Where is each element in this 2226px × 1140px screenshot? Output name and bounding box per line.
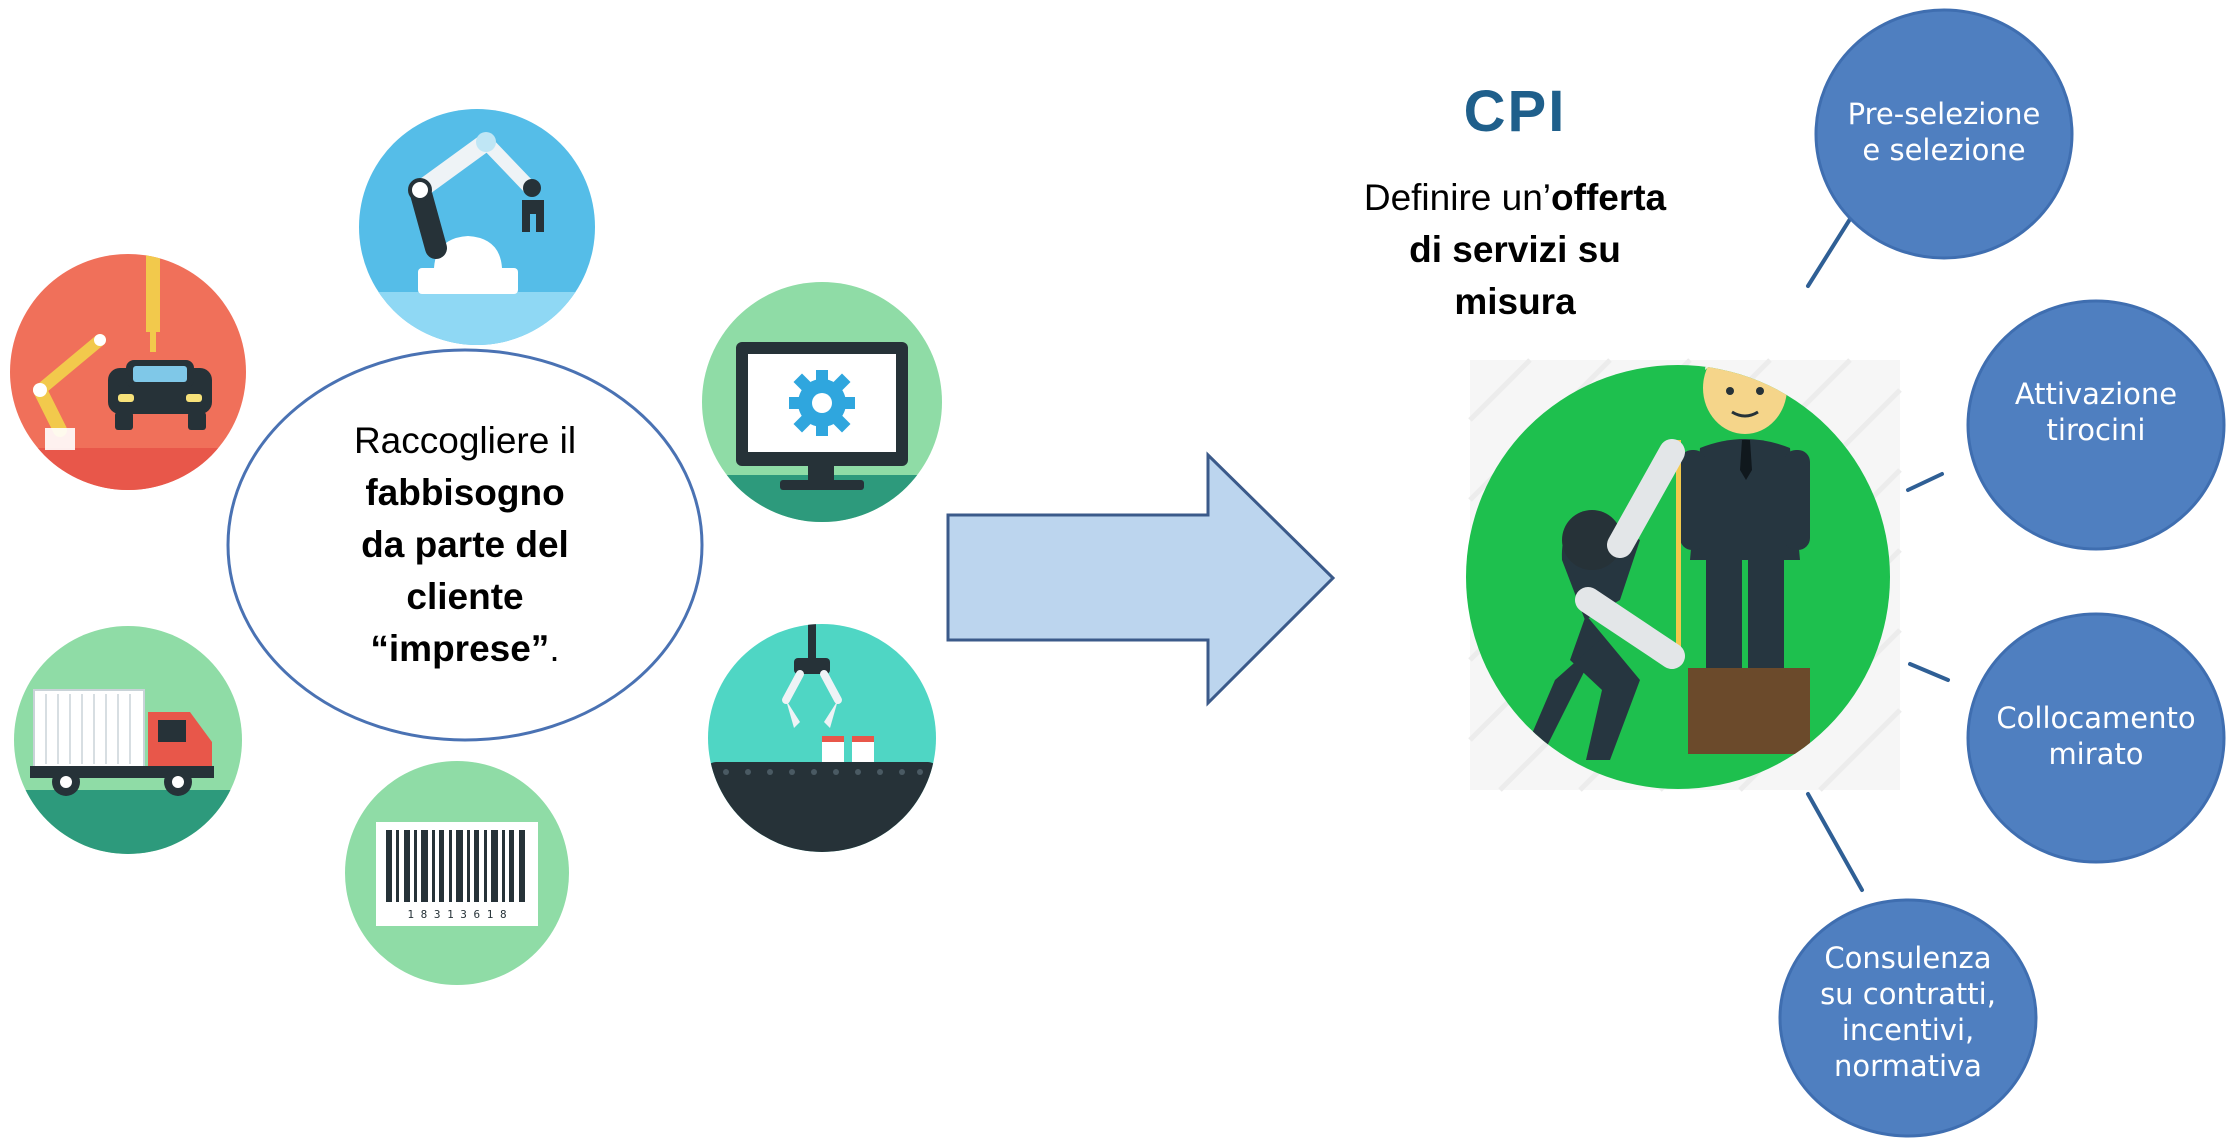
needs-line-5-tail: . [549,628,560,669]
truck-icon [14,626,242,854]
service-label-consulenza: Consulenza su contratti, incentivi, norm… [1798,940,2018,1084]
service-line: su contratti, [1820,977,1996,1011]
needs-line-2: fabbisogno [365,472,565,513]
needs-text: Raccogliere il fabbisogno da parte del c… [230,415,700,675]
conveyor-claw-icon [708,624,936,852]
cpi-sub-line-1b: offerta [1551,177,1667,218]
cpi-subtitle: Definire un’offerta di servizi su misura [1290,172,1740,328]
service-label-tirocini: Attivazione tirocini [1986,376,2206,448]
connector-tirocini [1906,472,1944,492]
connector-consulenza [1806,792,1864,892]
cpi-sub-line-1a: Definire un’ [1363,177,1552,218]
service-label-preselection: Pre-selezione e selezione [1834,96,2054,168]
service-circle-preselection [1814,8,2074,260]
service-label-collocamento: Collocamento mirato [1976,700,2216,772]
needs-line-1: Raccogliere il [353,420,577,461]
tailor-measuring-icon [1466,358,1902,792]
barcode-icon: 1 8 3 1 3 6 1 8 [345,761,569,985]
service-line: mirato [2048,737,2144,771]
cpi-sub-line-3: misura [1454,281,1576,322]
service-circle-collocamento [1966,612,2226,864]
monitor-gear-icon [702,282,942,522]
service-line: normativa [1834,1049,1982,1083]
needs-line-3: da parte del [361,524,569,565]
service-line: Collocamento [1996,701,2196,735]
robot-arm-car-icon [10,254,246,490]
service-circle-tirocini [1966,299,2226,551]
service-line: Attivazione [2014,377,2178,411]
service-line: Consulenza [1824,941,1992,975]
service-circle-consulenza [1778,898,2038,1138]
needs-line-4: cliente [406,576,524,617]
service-line: tirocini [2046,413,2146,447]
needs-line-5: “imprese” [370,628,550,669]
needs-ellipse [226,348,704,742]
big-arrow [946,451,1336,707]
service-line: incentivi, [1841,1013,1975,1047]
barcode-digits: 1 8 3 1 3 6 1 8 [407,908,506,921]
connector-collocamento [1908,662,1950,682]
cpi-title: CPI [1463,79,1567,144]
cpi-sub-line-2: di servizi su [1409,229,1621,270]
robot-arm-icon [359,109,595,345]
service-line: Pre-selezione [1847,97,2041,131]
service-line: e selezione [1862,133,2026,167]
